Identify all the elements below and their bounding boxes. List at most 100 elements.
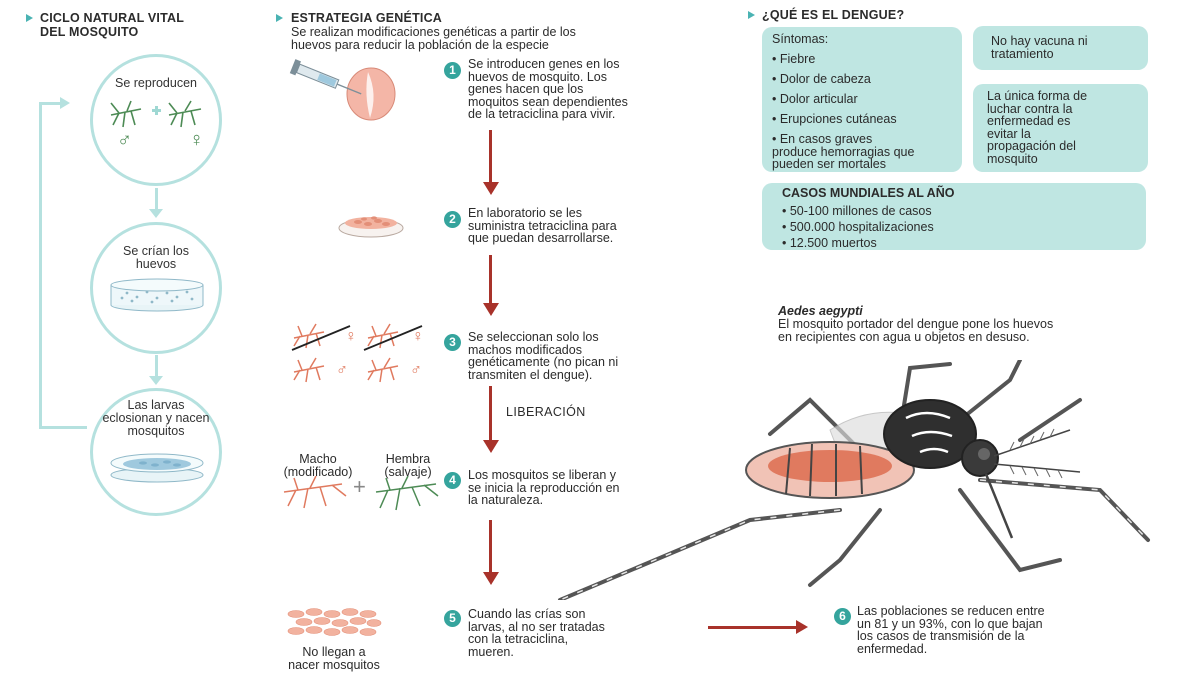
red-arrow-2 xyxy=(489,255,492,303)
step-6-text: Las poblaciones se reducen entre un 81 y… xyxy=(857,605,1045,655)
male-symbol-icon: ♂ xyxy=(336,362,348,379)
cycle-label-eggs: Se crían los huevos xyxy=(93,245,219,271)
mosquito-pair-icon xyxy=(110,100,202,128)
male-label-l1: Macho xyxy=(299,452,337,466)
step-3-text: Se seleccionan solo los machos modificad… xyxy=(468,331,618,381)
red-arrow-3 xyxy=(489,386,492,440)
step-2-line: que puedan desarrollarse. xyxy=(468,231,614,245)
aedes-mosquito-illustration xyxy=(558,360,1150,600)
cycle-label-larvae: Las larvas eclosionan y nacen mosquitos xyxy=(93,399,219,438)
female-label-l1: Hembra xyxy=(385,452,431,466)
step-2-line: suministra tetraciclina para xyxy=(468,218,617,233)
cycle-arrow-2 xyxy=(155,355,158,379)
step-4-line: la naturaleza. xyxy=(468,493,544,507)
selection-mosquitoes-illustration xyxy=(291,323,423,383)
prevention-line: mosquito xyxy=(987,151,1038,166)
syringe-egg-illustration xyxy=(289,59,396,121)
step-2-line: En laboratorio se les xyxy=(468,206,582,220)
symptom-severe-line: • En casos graves xyxy=(772,132,873,146)
plus-icon: + xyxy=(353,474,366,499)
red-arrowhead-3-icon xyxy=(482,440,499,453)
section-bullet-icon xyxy=(276,14,283,22)
cycle-circle-eggs: Se crían los huevos xyxy=(90,222,222,354)
cycle-arrowhead-1-icon xyxy=(149,209,163,218)
symptoms-title: Síntomas: xyxy=(772,32,829,46)
no-mosquitoes-l1: No llegan a xyxy=(302,645,366,659)
world-cases-item: • 50-100 millones de casos xyxy=(782,204,932,218)
red-arrowhead-4-icon xyxy=(482,572,499,585)
section-bullet-icon xyxy=(748,11,755,19)
red-arrowhead-2-icon xyxy=(482,303,499,316)
symptom-severe-line: produce hemorragias que xyxy=(772,144,915,159)
cycle-loop-bottom xyxy=(39,426,87,429)
strategy-title: ESTRATEGIA GENÉTICA xyxy=(291,11,443,25)
world-cases-list: • 50-100 millones de casos • 500.000 hos… xyxy=(782,203,934,251)
step-4-line: Los mosquitos se liberan y xyxy=(468,468,616,482)
red-arrow-1 xyxy=(489,130,492,182)
prevention-line: enfermedad es xyxy=(987,114,1071,128)
species-description-l2: en recipientes con agua u objetos en des… xyxy=(778,330,1030,344)
cycle-label-eggs-l1: Se crían los xyxy=(122,244,189,258)
symptom-item: • Fiebre xyxy=(772,52,816,66)
prevention-line: La única forma de xyxy=(987,89,1088,103)
cycle-label-larvae-l1: Las larvas xyxy=(127,398,185,412)
male-symbol-icon: ♂ xyxy=(117,129,132,151)
step-1-line: genes hacen que los xyxy=(468,82,584,96)
cycle-label-larvae-l3: mosquitos xyxy=(127,424,185,438)
world-cases-title: CASOS MUNDIALES AL AÑO xyxy=(782,186,955,200)
red-arrowhead-5-icon xyxy=(796,620,808,634)
symptom-item: • Dolor articular xyxy=(772,92,858,106)
species-description: El mosquito portador del dengue pone los… xyxy=(778,318,1053,344)
world-cases-box: CASOS MUNDIALES AL AÑO • 50-100 millones… xyxy=(762,183,1146,250)
prevention-box: La única forma de luchar contra la enfer… xyxy=(973,84,1148,172)
female-symbol-icon: ♀ xyxy=(189,129,204,151)
cycle-label-eggs-l2: huevos xyxy=(135,257,177,271)
step-4-line: se inicia la reproducción en xyxy=(468,480,620,495)
section-bullet-icon xyxy=(26,14,33,22)
step-1-line: huevos de mosquito. Los xyxy=(468,69,607,84)
cycle-arrowhead-2-icon xyxy=(149,376,163,385)
male-label-l2: (modificado) xyxy=(283,464,353,479)
step-4-text: Los mosquitos se liberan y se inicia la … xyxy=(468,469,619,507)
female-symbol-icon: ♀ xyxy=(345,328,357,345)
strategy-intro-l1: Se realizan modificaciones genéticas a p… xyxy=(291,25,576,39)
step-5-text: Cuando las crías son larvas, al no ser t… xyxy=(468,608,605,658)
step-6-line: los casos de transmisión de la xyxy=(857,629,1025,643)
no-vaccine-l1: No hay vacuna ni xyxy=(991,34,1088,48)
larvae-dish-icon xyxy=(110,453,204,483)
dengue-title: ¿QUÉ ES EL DENGUE? xyxy=(762,8,905,22)
symptom-item: • Erupciones cutáneas xyxy=(772,112,897,126)
cycle-loop-arrowhead-icon xyxy=(60,97,70,109)
cycle-title-line2: DEL MOSQUITO xyxy=(40,25,139,39)
step-3-line: transmiten el dengue). xyxy=(468,367,593,382)
strategy-intro: Se realizan modificaciones genéticas a p… xyxy=(291,26,576,52)
prevention-text: La única forma de luchar contra la enfer… xyxy=(987,90,1087,165)
symptom-severe: • En casos graves produce hemorragias qu… xyxy=(772,133,914,171)
step-3-line: machos modificados xyxy=(468,342,582,357)
symptoms-box: Síntomas: • Fiebre • Dolor de cabeza • D… xyxy=(762,27,962,172)
red-arrow-4 xyxy=(489,520,492,572)
step-6-line: Las poblaciones se reducen entre xyxy=(857,604,1045,618)
step-1-text: Se introducen genes en los huevos de mos… xyxy=(468,58,628,121)
no-vaccine-l2: tratamiento xyxy=(991,47,1054,61)
prevention-line: propagación del xyxy=(987,139,1076,153)
prevention-line: evitar la xyxy=(987,126,1031,141)
world-cases-item: • 500.000 hospitalizaciones xyxy=(782,220,934,234)
cycle-arrow-1 xyxy=(155,188,158,212)
step-6-number-badge: 6 xyxy=(834,608,851,625)
step-1-line: de la tetraciclina para vivir. xyxy=(468,107,616,121)
mating-mosquitoes-illustration xyxy=(283,476,439,511)
species-description-l1: El mosquito portador del dengue pone los… xyxy=(778,317,1054,331)
step-6-line: enfermedad. xyxy=(857,641,928,656)
dead-larvae-illustration xyxy=(287,608,382,636)
step-1-line: moquitos sean dependientes xyxy=(468,94,628,109)
cycle-circle-reproduce: Se reproducen ♂ ♀ xyxy=(90,54,222,186)
cycle-label-reproduce: Se reproducen xyxy=(114,76,197,90)
strategy-intro-l2: huevos para reducir la población de la e… xyxy=(291,38,549,52)
step-5-line: larvas, al no ser tratadas xyxy=(468,619,605,634)
step-6-line: un 81 y un 93%, con lo que bajan xyxy=(857,616,1043,631)
female-symbol-icon: ♀ xyxy=(412,328,424,345)
step-2-number-badge: 2 xyxy=(444,211,461,228)
female-label-l2: (salvaje) xyxy=(384,464,432,479)
no-vaccine-text: No hay vacuna ni tratamiento xyxy=(991,35,1088,61)
